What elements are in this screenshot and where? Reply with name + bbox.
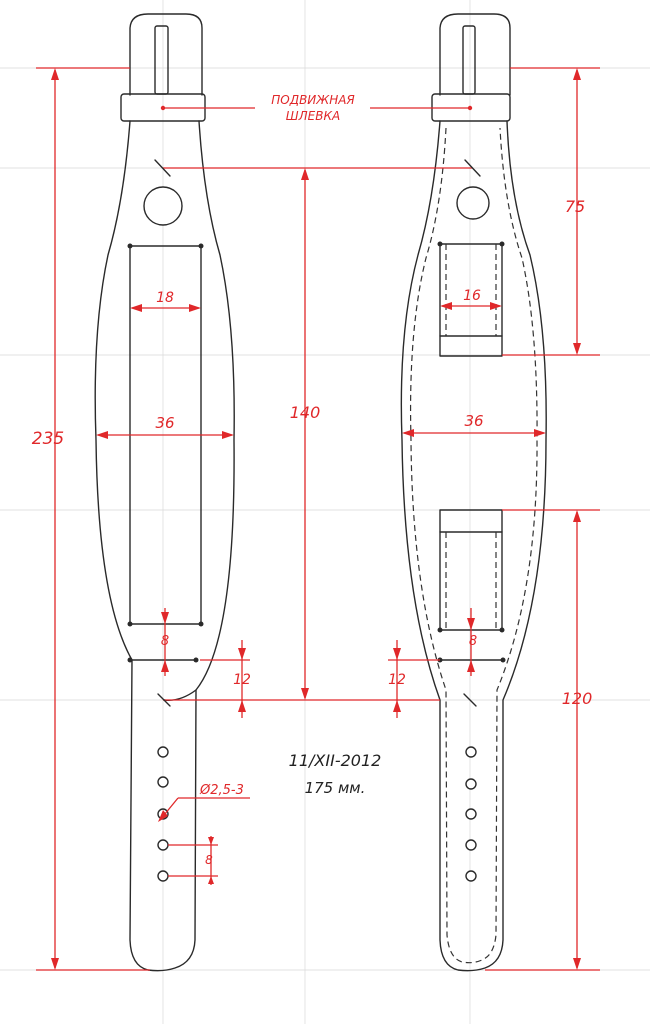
- right-strap-hole: [465, 870, 477, 882]
- dim-overall-235: 235: [32, 429, 64, 449]
- right-buckle-prong: [462, 25, 476, 95]
- right-strap-hole: [465, 808, 477, 820]
- total-length-note: 175 мм.: [305, 779, 366, 797]
- left-strap-hole: [157, 870, 169, 882]
- dim-bottom-120: 120: [562, 689, 593, 708]
- drawing-date: 11/XII-2012: [289, 751, 382, 770]
- right-strap: [400, 13, 547, 972]
- dim-center-140: 140: [290, 403, 321, 422]
- right-strap-hole: [465, 778, 477, 790]
- dim-left-gap-12: 12: [233, 672, 251, 688]
- left-strap-hole: [157, 746, 169, 758]
- dim-left-window-18: 18: [156, 290, 174, 306]
- dim-left-width-36: 36: [155, 414, 174, 432]
- left-pad-circle: [143, 186, 183, 226]
- dim-right-gap-12: 12: [388, 672, 406, 688]
- dimension-lines: [36, 67, 600, 971]
- right-strap-outline: [400, 120, 547, 972]
- dim-right-width-36: 36: [464, 412, 483, 430]
- right-strap-hole: [465, 746, 477, 758]
- hole-diameter-label: Ø2,5-3: [199, 783, 244, 798]
- left-buckle-prong: [154, 25, 169, 95]
- dim-left-slot-8: 8: [161, 634, 169, 649]
- right-buckle: [439, 13, 511, 96]
- keeper-label-line2: ШЛЕВКА: [286, 109, 340, 123]
- right-pad-circle: [456, 186, 490, 220]
- right-stitching: [409, 127, 538, 964]
- left-strap-hole: [157, 839, 169, 851]
- left-buckle: [129, 13, 203, 96]
- dim-right-window-16: 16: [463, 288, 481, 304]
- left-strap-outline: [94, 120, 235, 972]
- dim-top-75: 75: [565, 197, 585, 216]
- text-labels: ПОДВИЖНАЯ ШЛЕВКА 235 18 16 36 36 140 75 …: [32, 93, 593, 867]
- dim-right-slot-8: 8: [469, 634, 477, 649]
- right-strap-hole: [465, 839, 477, 851]
- keeper-label-line1: ПОДВИЖНАЯ: [271, 93, 355, 107]
- right-upper-window: [439, 243, 503, 357]
- dim-hole-pitch-8: 8: [205, 853, 213, 867]
- left-strap: [94, 13, 235, 972]
- left-strap-hole: [157, 776, 169, 788]
